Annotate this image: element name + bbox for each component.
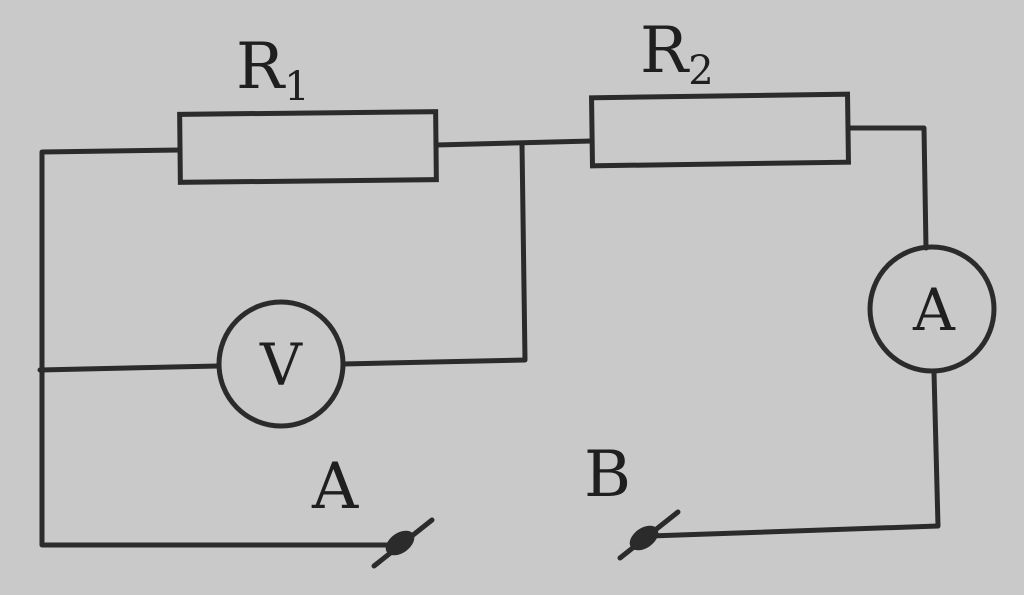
label-terminal-a: A [311,450,359,524]
label-r1-sub: 1 [284,64,309,110]
ammeter-label: A [912,276,956,344]
voltmeter-label: V [259,331,303,399]
label-r2-sub: 2 [688,48,713,94]
wire-voltmeter-right [340,141,528,367]
wires [37,125,941,548]
terminal-a [371,517,435,569]
terminal-b [617,509,681,561]
wire-left-top [39,147,395,548]
wire-ammeter-b [647,369,941,539]
resistor-r2 [589,91,851,169]
resistor-r1 [177,109,439,185]
label-terminal-b: B [584,438,631,512]
label-r1: R1 [236,30,310,110]
wire-voltmeter-left [37,363,221,373]
label-r2-main: R [640,14,690,88]
wire-r1-r2 [433,138,595,148]
label-r2: R2 [640,14,714,94]
voltmeter-circle [216,299,346,429]
label-r1-main: R [236,30,286,104]
ammeter-circle [867,244,997,374]
wire-r2-ammeter [845,125,929,251]
